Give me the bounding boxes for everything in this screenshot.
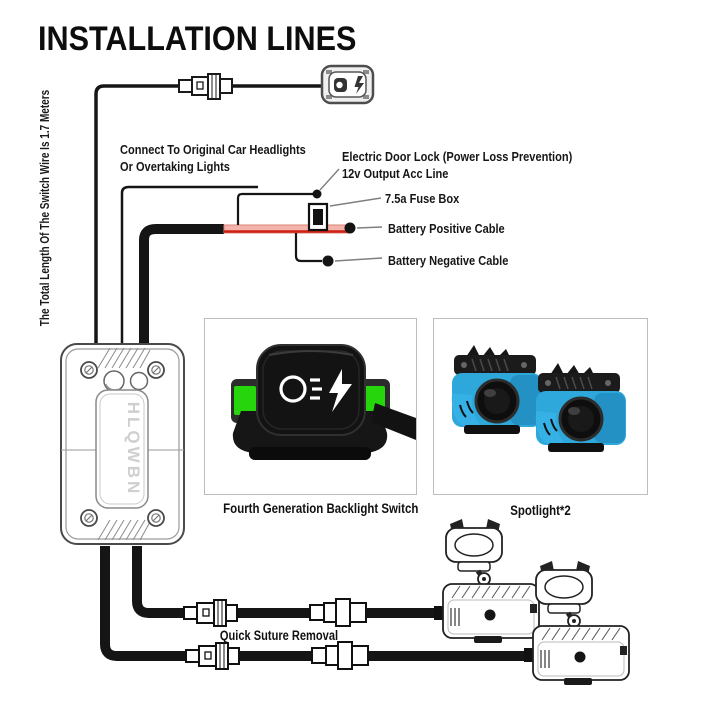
fuse-box-icon xyxy=(307,202,329,232)
power-cable xyxy=(139,224,224,352)
battery-negative-branch xyxy=(294,233,334,267)
headlight-icon xyxy=(279,375,322,403)
switch-panel-caption: Fourth Generation Backlight Switch xyxy=(223,500,419,516)
spotlight-lineart-1 xyxy=(434,519,539,643)
switch-photo-panel xyxy=(204,318,417,495)
spotlight-left xyxy=(450,343,544,436)
spotlight-photo-panel xyxy=(433,318,648,495)
barrel-connector-icon xyxy=(311,641,369,670)
acc-line-branch xyxy=(236,189,322,225)
label-battery-negative: Battery Negative Cable xyxy=(388,253,509,268)
green-indicator-left xyxy=(234,386,256,415)
handlebar-switch-icon xyxy=(320,64,375,105)
label-battery-positive: Battery Positive Cable xyxy=(388,221,505,236)
spotlight-right xyxy=(534,361,628,454)
spotlight-photo xyxy=(450,343,628,454)
label-electric-door-lock: Electric Door Lock (Power Loss Preventio… xyxy=(342,149,573,181)
spotlight-cable-1 xyxy=(132,546,441,618)
quick-disconnect-icon xyxy=(183,599,238,627)
label-fuse-box: 7.5a Fuse Box xyxy=(385,191,460,206)
headlight-glyph-icon xyxy=(334,78,347,92)
barrel-connector-icon xyxy=(309,598,367,627)
quick-disconnect-icon xyxy=(185,642,240,670)
spotlight-cable-2 xyxy=(100,546,531,661)
control-box: HLQWBN xyxy=(60,343,185,545)
switch-wire xyxy=(94,84,323,352)
switch-cable xyxy=(371,403,416,440)
headlight-connect-wire xyxy=(120,185,258,352)
switch-wire-length-note: The Total Length Of The Switch Wire Is 1… xyxy=(38,89,52,327)
inline-connector-icon xyxy=(178,73,233,100)
lightning-bolt-icon xyxy=(329,369,352,412)
label-pointer-lines xyxy=(319,168,383,262)
label-quick-suture: Quick Suture Removal xyxy=(219,628,339,643)
spotlight-panel-caption: Spotlight*2 xyxy=(510,502,571,518)
lightning-glyph-icon xyxy=(354,76,364,94)
page-title: INSTALLATION LINES xyxy=(38,20,357,58)
label-connect-headlights: Connect To Original Car Headlights Or Ov… xyxy=(120,142,306,174)
brand-logo: HLQWBN xyxy=(124,402,143,496)
backlight-switch-photo xyxy=(231,344,416,460)
battery-positive-wire xyxy=(223,224,351,234)
battery-positive-terminal xyxy=(344,222,356,234)
